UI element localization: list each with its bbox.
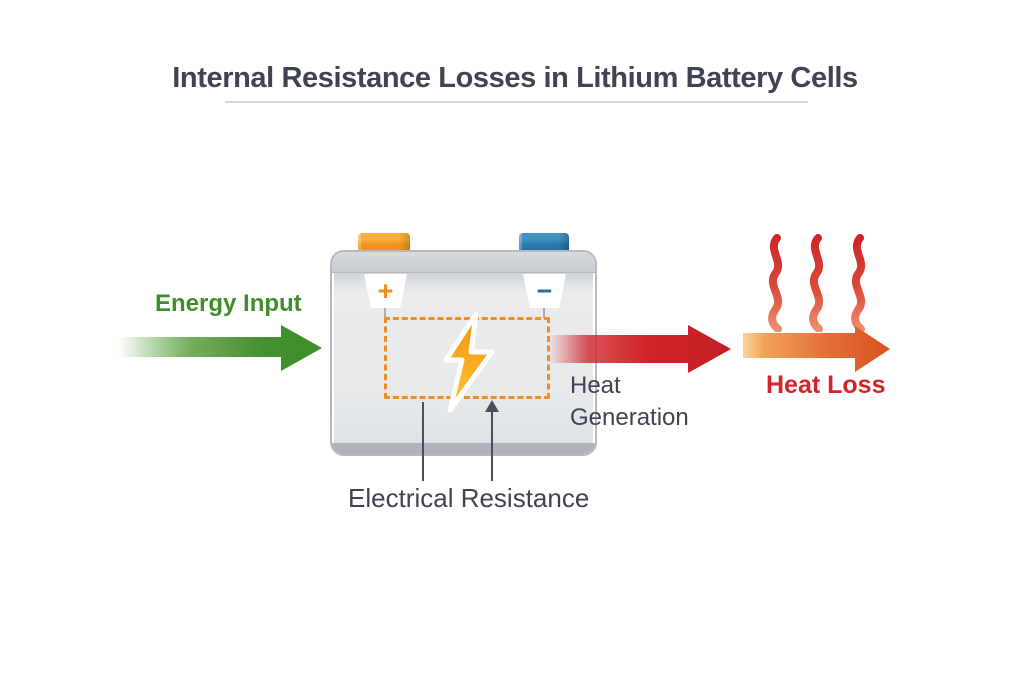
positive-terminal-badge: + — [364, 274, 407, 308]
page-title: Internal Resistance Losses in Lithium Ba… — [172, 62, 858, 94]
battery-bottom-band — [332, 443, 595, 454]
negative-terminal-badge: − — [523, 274, 566, 308]
battery-top-lip — [332, 252, 595, 273]
electrical-resistance-label: Electrical Resistance — [348, 483, 590, 513]
energy-input-label: Energy Input — [155, 290, 302, 317]
resistance-callout-arrowhead — [485, 400, 499, 412]
title-underline — [225, 101, 808, 103]
resistance-callout-arrow-line — [491, 412, 493, 481]
lightning-bolt-icon — [443, 311, 495, 413]
resistance-callout-line — [422, 402, 424, 481]
heat-loss-arrow-icon — [743, 326, 890, 372]
positive-connector-line — [384, 308, 386, 318]
heat-generation-label: Heat Generation — [570, 372, 689, 431]
negative-connector-line — [543, 308, 545, 318]
heat-generation-arrow-icon — [548, 325, 731, 373]
energy-input-arrow-icon — [118, 325, 322, 371]
heat-waves-icon — [768, 234, 866, 332]
minus-sign: − — [536, 275, 553, 306]
plus-sign: + — [377, 275, 394, 306]
heat-loss-label: Heat Loss — [766, 371, 886, 399]
